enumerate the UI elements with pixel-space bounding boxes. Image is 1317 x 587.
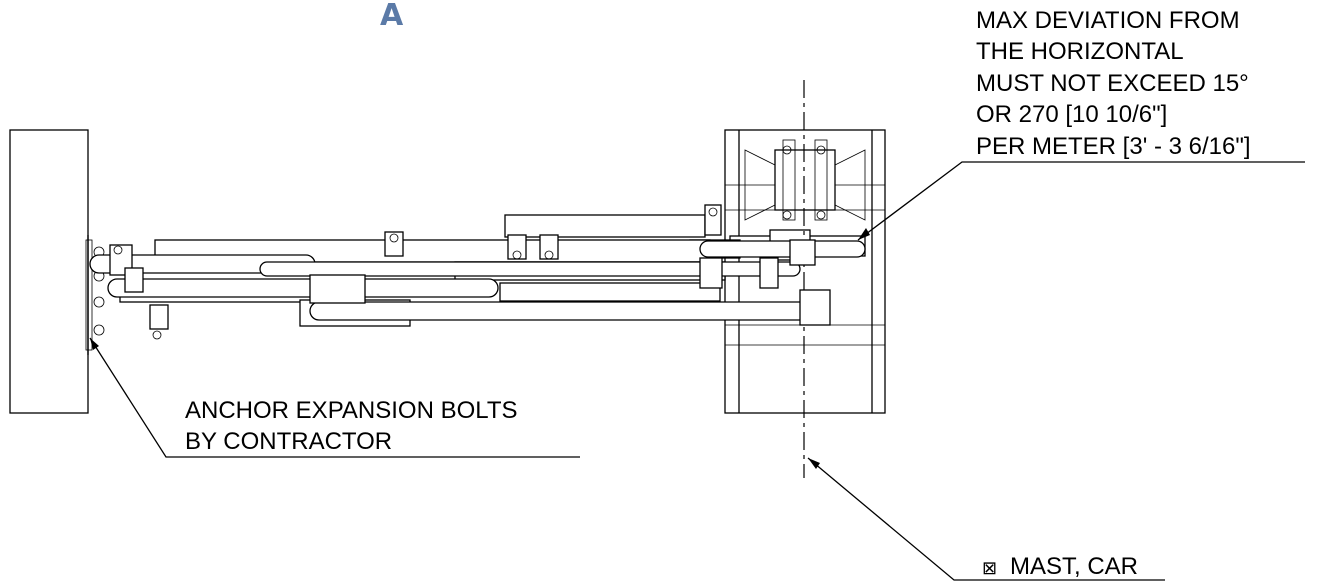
couplers [109,145,831,340]
view-label: A [380,0,404,33]
deviation-note-line-3: MUST NOT EXCEED 15° [976,70,1249,97]
wall [9,129,93,414]
anchor-note-line-2: BY CONTRACTOR [185,428,392,455]
deviation-note-line-5: PER METER [3' - 3 6/16"] [976,133,1251,160]
mast-note: ⊠ MAST, CAR [982,553,1138,580]
anchor-note-line-1: ANCHOR EXPANSION BOLTS [185,397,518,424]
mast-leader [807,457,1165,581]
deviation-note-line-4: OR 270 [10 10/6"] [976,101,1167,128]
anchor-leader [89,337,580,458]
tie-tubes [89,240,866,321]
mast-note-text: MAST, CAR [1010,553,1138,580]
anchor-note: ANCHOR EXPANSION BOLTS BY CONTRACTOR [185,397,518,455]
deviation-note-line-2: THE HORIZONTAL [976,38,1184,65]
deviation-note: MAX DEVIATION FROM THE HORIZONTAL MUST N… [976,7,1251,160]
deviation-leader [857,161,1305,241]
mast-symbol-icon: ⊠ [982,558,997,578]
deviation-note-line-1: MAX DEVIATION FROM [976,7,1240,34]
